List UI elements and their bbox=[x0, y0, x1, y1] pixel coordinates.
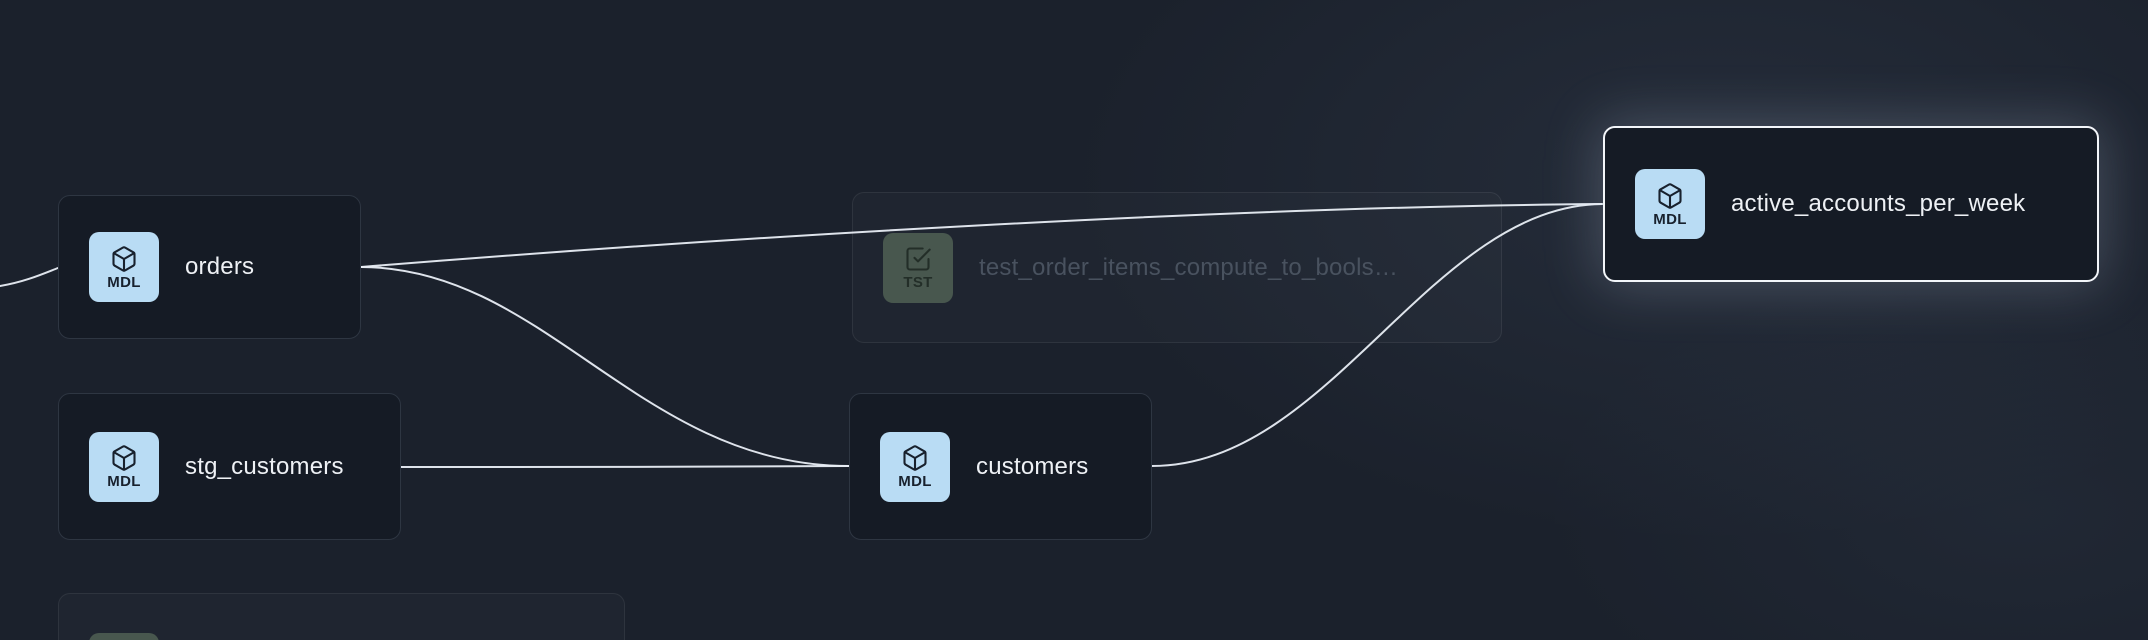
model-badge: MDL bbox=[89, 232, 159, 302]
check-square-icon bbox=[906, 247, 931, 271]
graph-node-stg-customers[interactable]: MDL stg_customers bbox=[58, 393, 401, 540]
cube-icon bbox=[903, 445, 927, 471]
cube-icon bbox=[112, 245, 136, 272]
badge-label: MDL bbox=[107, 473, 141, 490]
node-label: test_order_items_compute_to_bools… bbox=[979, 253, 1399, 281]
edge-orders-active-accounts bbox=[360, 203, 1603, 268]
edge-stg-customers-customers bbox=[400, 465, 850, 469]
cube-icon bbox=[1658, 182, 1682, 209]
edge-orders-customers bbox=[360, 266, 850, 467]
badge-label: MDL bbox=[898, 473, 932, 490]
test-badge bbox=[89, 633, 159, 640]
graph-node-active-accounts-per-week[interactable]: MDL active_accounts_per_week bbox=[1603, 126, 2099, 282]
edge-incoming-orders bbox=[0, 267, 59, 287]
model-badge: MDL bbox=[1635, 169, 1705, 239]
badge-label: MDL bbox=[1653, 210, 1687, 228]
edge-customers-active-accounts bbox=[1151, 203, 1603, 467]
test-badge: TST bbox=[883, 232, 953, 303]
graph-node-partial-bottom[interactable] bbox=[58, 593, 625, 640]
model-badge: MDL bbox=[880, 431, 950, 502]
node-label: orders bbox=[185, 253, 255, 280]
graph-node-customers[interactable]: MDL customers bbox=[849, 393, 1152, 540]
graph-node-test-order-items[interactable]: TST test_order_items_compute_to_bools… bbox=[852, 192, 1502, 343]
badge-label: MDL bbox=[107, 273, 141, 291]
node-label: customers bbox=[976, 452, 1089, 480]
node-label: active_accounts_per_week bbox=[1731, 190, 2026, 217]
model-badge: MDL bbox=[89, 431, 159, 502]
cube-icon bbox=[112, 445, 136, 471]
badge-label: TST bbox=[903, 274, 933, 291]
graph-node-orders[interactable]: MDL orders bbox=[58, 195, 361, 339]
node-label: stg_customers bbox=[185, 452, 344, 480]
